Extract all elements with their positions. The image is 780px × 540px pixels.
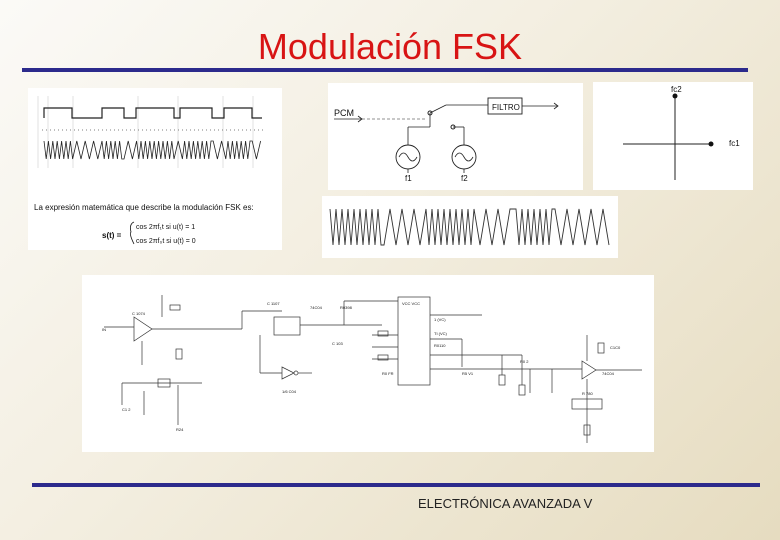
svg-text:C 103: C 103 xyxy=(332,341,343,346)
spectrum-svg: fc2 fc1 xyxy=(623,85,740,180)
expression-text: La expresión matemática que describe la … xyxy=(34,203,254,212)
svg-text:C 1107: C 1107 xyxy=(267,301,280,306)
svg-text:R5 V1: R5 V1 xyxy=(462,371,474,376)
fsk-oscillogram xyxy=(322,196,618,258)
switch-svg: PCM FILTRO f1 f2 xyxy=(334,97,559,183)
svg-text:R 780: R 780 xyxy=(582,391,593,396)
filter-label: FILTRO xyxy=(492,103,520,112)
fc1-label: fc1 xyxy=(729,139,740,148)
waveform-svg: La expresión matemática que describe la … xyxy=(34,96,264,245)
svg-text:74C04: 74C04 xyxy=(310,305,323,310)
schematic-svg: C 1074 C 1107 74C04 R0398 1/6 C04 C 103 VCC… xyxy=(102,295,642,443)
case-one: cos 2πf₁t si u(t) = 1 xyxy=(136,224,195,231)
slide-title: Modulación FSK xyxy=(257,26,523,67)
svg-text:VCC VCC: VCC VCC xyxy=(402,301,420,306)
fsk-waveform-figure: La expresión matemática que describe la … xyxy=(28,88,282,250)
svg-text:1/6 C04: 1/6 C04 xyxy=(282,389,297,394)
svg-text:1 (VC): 1 (VC) xyxy=(434,317,446,322)
fsk-switch-diagram: PCM FILTRO f1 f2 xyxy=(328,83,583,190)
svg-text:C1C0: C1C0 xyxy=(610,345,621,350)
oscillogram-svg xyxy=(329,208,610,246)
pcm-label: PCM xyxy=(334,108,354,118)
footer-text: ELECTRÓNICA AVANZADA V xyxy=(418,496,593,511)
f2-label: f2 xyxy=(461,174,468,183)
svg-text:C1 2: C1 2 xyxy=(122,407,131,412)
digital-signal xyxy=(43,107,262,119)
svg-text:R0 2: R0 2 xyxy=(520,359,529,364)
svg-text:TI (VC): TI (VC) xyxy=(434,331,448,336)
fsk-modulated-signal xyxy=(43,140,261,160)
s-label: s(t) = xyxy=(102,231,122,240)
svg-text:R0110: R0110 xyxy=(434,343,446,348)
fsk-oscillogram-trace xyxy=(329,208,610,246)
fc2-label: fc2 xyxy=(671,85,682,94)
svg-text:IN: IN xyxy=(102,327,106,332)
fc1-point xyxy=(708,141,714,147)
f1-label: f1 xyxy=(405,174,412,183)
svg-text:R24: R24 xyxy=(176,427,184,432)
fsk-spectrum-figure: fc2 fc1 xyxy=(593,82,753,190)
svg-text:C 1074: C 1074 xyxy=(132,311,146,316)
svg-text:R0398: R0398 xyxy=(340,305,353,310)
svg-text:R0 FR: R0 FR xyxy=(382,371,394,376)
title-divider xyxy=(22,68,748,72)
svg-text:74C04: 74C04 xyxy=(602,371,615,376)
fc2-point xyxy=(672,93,678,99)
case-zero: cos 2πf₀t si u(t) = 0 xyxy=(136,238,196,245)
footer-divider xyxy=(32,483,760,487)
fsk-circuit-schematic: C 1074 C 1107 74C04 R0398 1/6 C04 C 103 VCC… xyxy=(82,275,654,452)
